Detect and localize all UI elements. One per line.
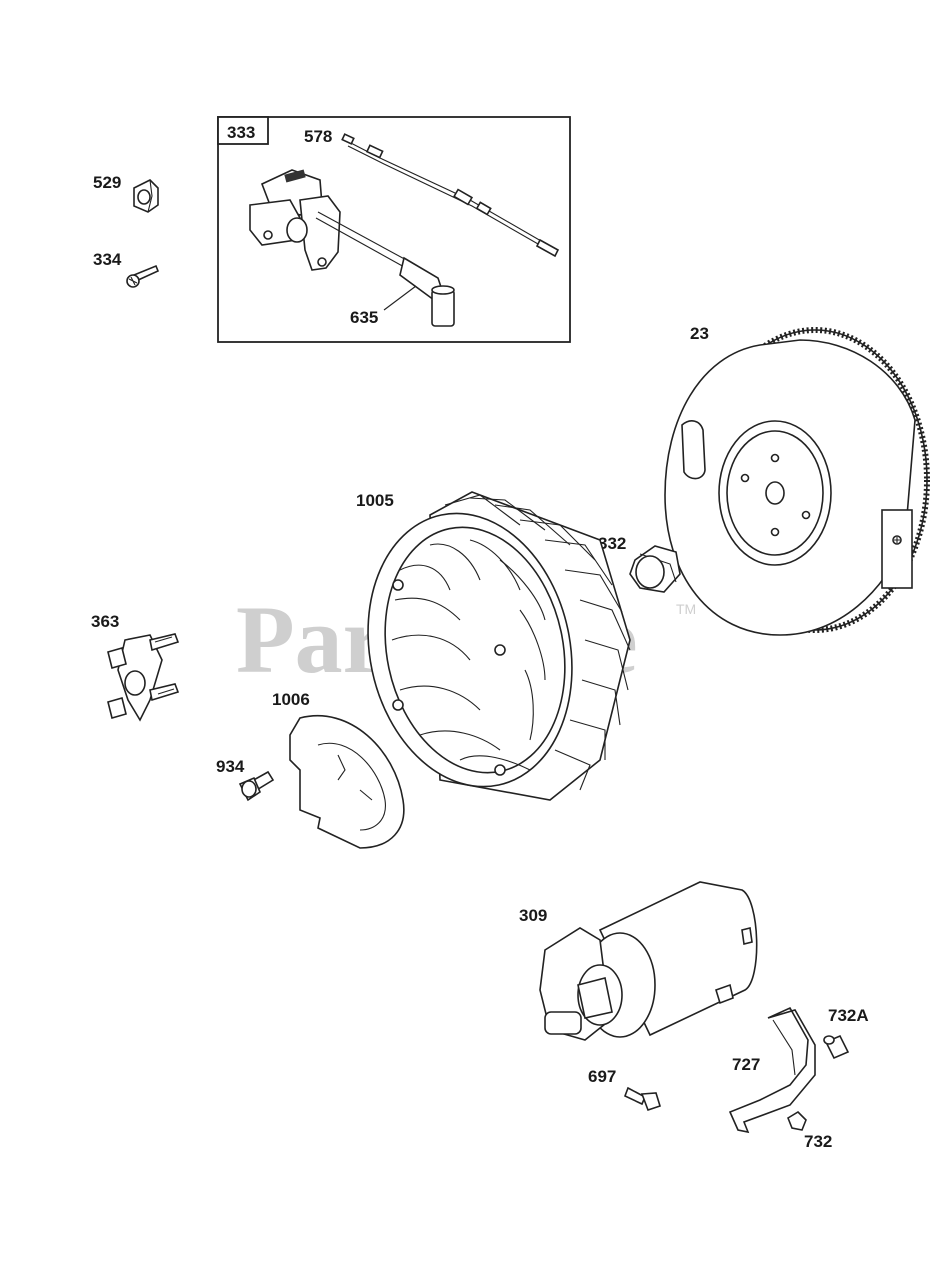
bracket-727[interactable] (728, 1006, 816, 1134)
bolt-934[interactable] (238, 770, 275, 802)
part-label-309[interactable]: 309 (519, 906, 547, 925)
part-label-333[interactable]: 333 (227, 123, 255, 142)
part-label-23[interactable]: 23 (690, 324, 709, 343)
part-label-934[interactable]: 934 (216, 757, 245, 776)
nut-732[interactable] (787, 1110, 807, 1131)
part-label-697[interactable]: 697 (588, 1067, 616, 1086)
part-label-1005[interactable]: 1005 (356, 491, 394, 510)
part-label-635[interactable]: 635 (350, 308, 378, 327)
watermark-trademark: TM (676, 601, 696, 617)
screw-334[interactable] (126, 264, 160, 288)
part-label-578[interactable]: 578 (304, 127, 332, 146)
shield-1006[interactable] (289, 715, 405, 849)
nut-332[interactable] (629, 545, 681, 593)
grommet-529[interactable] (133, 179, 159, 213)
ignition-kit-group[interactable]: 333 578 (217, 116, 571, 343)
flywheel-23[interactable] (664, 327, 930, 636)
part-label-1006[interactable]: 1006 (272, 690, 310, 709)
part-label-732[interactable]: 732 (804, 1132, 832, 1151)
kit-label-box (217, 116, 269, 145)
part-label-727[interactable]: 727 (732, 1055, 760, 1074)
bracket-363[interactable] (107, 633, 180, 722)
leader-635 (383, 285, 417, 311)
part-label-332[interactable]: 332 (598, 534, 626, 553)
fan-1005[interactable] (343, 491, 631, 806)
kit-box (217, 116, 571, 343)
part-label-732A[interactable]: 732A (828, 1006, 869, 1025)
part-label-334[interactable]: 334 (93, 250, 122, 269)
starter-309[interactable] (539, 881, 758, 1041)
part-label-363[interactable]: 363 (91, 612, 119, 631)
part-label-529[interactable]: 529 (93, 173, 121, 192)
screw-697[interactable] (623, 1086, 661, 1112)
wire-harness-578[interactable] (341, 133, 560, 258)
ignition-coil[interactable] (249, 169, 455, 327)
spacer-732A[interactable] (823, 1034, 850, 1060)
